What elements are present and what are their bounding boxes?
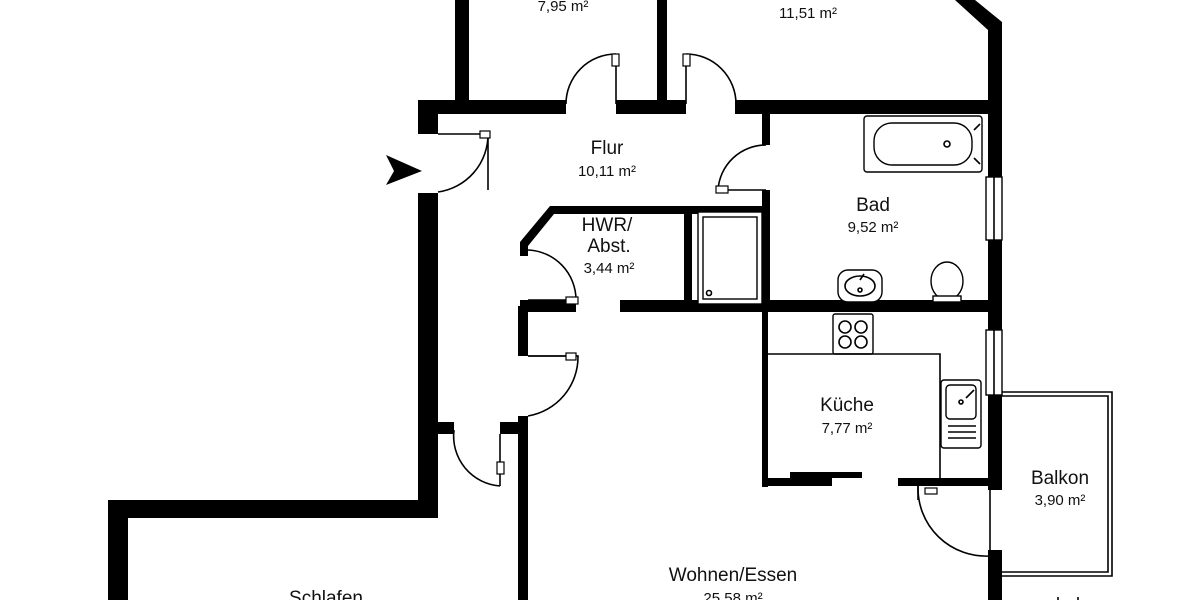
washbasin-icon bbox=[837, 269, 883, 303]
windows bbox=[985, 176, 1003, 396]
room-area-hwr: 3,44 m² bbox=[584, 260, 635, 277]
room-area-wohnen: 25,58 m² bbox=[703, 590, 762, 600]
room-area-top-right: 11,51 m² bbox=[779, 5, 837, 22]
room-name-flur: Flur bbox=[591, 138, 624, 159]
room-name-kueche: Küche bbox=[820, 395, 874, 416]
entrance-arrow-icon bbox=[386, 155, 422, 185]
room-name-schlafen: Schlafen bbox=[289, 588, 363, 600]
shower-icon bbox=[648, 211, 763, 305]
fixtures bbox=[648, 115, 1113, 600]
room-labels: 7,95 m² 11,51 m² Flur 10,11 m² HWR/ Abst… bbox=[289, 0, 1089, 600]
kitchen-sink-icon bbox=[940, 379, 982, 449]
room-area-kueche: 7,77 m² bbox=[822, 420, 873, 437]
walls bbox=[108, 0, 1002, 600]
room-name-wohnen: Wohnen/Essen bbox=[669, 565, 798, 586]
stove-icon bbox=[832, 313, 874, 355]
room-area-balkon: 3,90 m² bbox=[1035, 492, 1086, 509]
room-name-hwr: HWR/ bbox=[582, 215, 633, 236]
room-name-hwr-line2: Abst. bbox=[587, 236, 630, 257]
room-area-top-left: 7,95 m² bbox=[538, 0, 589, 15]
room-name-balkon: Balkon bbox=[1031, 468, 1089, 489]
room-area-flur: 10,11 m² bbox=[578, 163, 636, 180]
balcony-outline bbox=[1002, 391, 1113, 577]
bathtub-icon bbox=[863, 115, 983, 173]
toilet-icon bbox=[930, 261, 964, 303]
doors bbox=[386, 53, 991, 557]
room-area-bad: 9,52 m² bbox=[848, 219, 899, 236]
room-name-bad: Bad bbox=[856, 195, 890, 216]
